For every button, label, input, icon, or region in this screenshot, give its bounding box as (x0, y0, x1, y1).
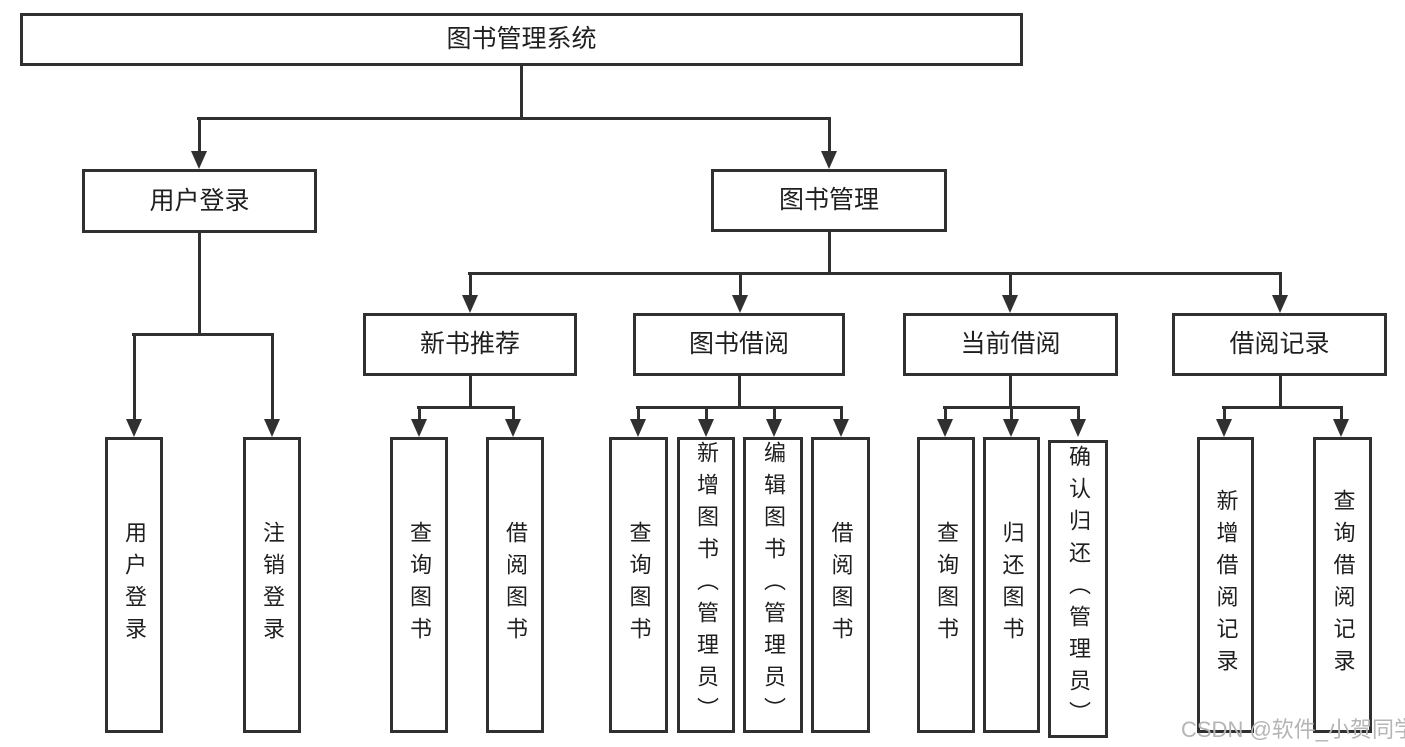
node-book-borrow-label: 图书借阅 (688, 330, 789, 358)
node-new-book-recommend: 新书推荐 (363, 313, 577, 376)
connector-user-login-stem (198, 232, 201, 335)
connector-to-leaf-bor-query (637, 406, 640, 420)
leaf-recommend-query-book: 查询图书 (390, 437, 448, 733)
connector-to-leaf-bor-add (705, 406, 708, 420)
connector-to-book-borrow (739, 272, 742, 296)
arrowhead-leaf-bor-query (630, 419, 646, 437)
leaf-borrow-add-book: 新增图书（管理员） (677, 437, 735, 733)
arrowhead-leaf-rec-query (411, 419, 427, 437)
arrowhead-leaf-rcd-add (1216, 419, 1232, 437)
arrowhead-book-management (821, 151, 837, 169)
arrowhead-leaf-bor-add (698, 419, 714, 437)
arrowhead-user-login (191, 151, 207, 169)
connector-level1-hline (197, 117, 831, 120)
node-user-login-label: 用户登录 (149, 186, 250, 215)
arrowhead-leaf-cur-confirm (1070, 419, 1086, 437)
arrowhead-leaf-cur-return (1003, 419, 1019, 437)
connector-book-borrow-hline (636, 406, 843, 409)
connector-to-leaf-bor-borrow (840, 406, 843, 420)
arrowhead-leaf-user-login (126, 419, 142, 437)
connector-book-management-stem (828, 231, 831, 274)
leaf-current-return-book: 归还图书 (983, 437, 1040, 733)
connector-to-leaf-cur-confirm (1077, 406, 1080, 420)
connector-new-book-stem (469, 375, 472, 408)
leaf-record-query-label: 查询借阅记录 (1330, 489, 1356, 681)
arrowhead-leaf-logout (264, 419, 280, 437)
leaf-recommend-query-book-label: 查询图书 (407, 521, 432, 649)
leaf-borrow-query-book: 查询图书 (609, 437, 668, 733)
connector-to-book-management (828, 117, 831, 153)
connector-borrow-record-stem (1279, 375, 1282, 408)
connector-to-user-login (198, 117, 201, 153)
leaf-record-add: 新增借阅记录 (1197, 437, 1254, 733)
leaf-recommend-borrow-book-label: 借阅图书 (503, 521, 528, 649)
connector-root-stem (520, 64, 523, 119)
leaf-current-query-book: 查询图书 (917, 437, 975, 733)
connector-to-leaf-user-login (133, 333, 136, 420)
node-root: 图书管理系统 (20, 13, 1023, 66)
node-borrow-record: 借阅记录 (1172, 313, 1387, 376)
node-root-label: 图书管理系统 (446, 25, 597, 53)
connector-to-leaf-bor-edit (773, 406, 776, 420)
node-book-management-label: 图书管理 (778, 186, 879, 214)
leaf-logout: 注销登录 (243, 437, 301, 733)
arrowhead-current-borrow (1002, 295, 1018, 313)
connector-user-login-hline (132, 333, 274, 336)
connector-to-leaf-rcd-add (1223, 406, 1226, 420)
connector-new-book-hline (417, 406, 515, 409)
connector-to-leaf-rec-query (418, 406, 421, 420)
leaf-current-confirm-return-label: 确认归还（管理员） (1066, 445, 1091, 733)
leaf-borrow-edit-book-label: 编辑图书（管理员） (761, 441, 786, 729)
arrowhead-leaf-rec-borrow (505, 419, 521, 437)
arrowhead-leaf-rcd-query (1333, 419, 1349, 437)
node-user-login: 用户登录 (82, 169, 317, 233)
arrowhead-borrow-record (1272, 295, 1288, 313)
leaf-record-add-label: 新增借阅记录 (1213, 489, 1239, 681)
connector-to-leaf-cur-return (1010, 406, 1013, 420)
connector-to-borrow-record (1279, 272, 1282, 296)
leaf-current-return-book-label: 归还图书 (999, 521, 1025, 649)
leaf-user-login-label: 用户登录 (122, 521, 147, 649)
connector-to-leaf-logout (271, 333, 274, 420)
node-borrow-record-label: 借阅记录 (1229, 330, 1330, 358)
node-current-borrow: 当前借阅 (903, 313, 1118, 376)
node-current-borrow-label: 当前借阅 (960, 330, 1061, 358)
arrowhead-book-borrow (732, 295, 748, 313)
connector-level3-hline (468, 272, 1282, 275)
connector-to-leaf-rec-borrow (512, 406, 515, 420)
connector-to-new-book (469, 272, 472, 296)
connector-borrow-record-hline (1222, 406, 1343, 409)
leaf-recommend-borrow-book: 借阅图书 (486, 437, 544, 733)
leaf-borrow-add-book-label: 新增图书（管理员） (694, 441, 719, 729)
node-book-borrow: 图书借阅 (633, 313, 845, 376)
leaf-record-query: 查询借阅记录 (1313, 437, 1372, 733)
csdn-watermark: CSDN @软件_小贺同学 (1181, 717, 1405, 742)
arrowhead-leaf-bor-borrow (833, 419, 849, 437)
leaf-logout-label: 注销登录 (260, 521, 285, 649)
connector-to-current-borrow (1009, 272, 1012, 296)
connector-book-borrow-stem (738, 375, 741, 408)
arrowhead-leaf-cur-query (937, 419, 953, 437)
node-new-book-recommend-label: 新书推荐 (419, 330, 520, 358)
leaf-current-query-book-label: 查询图书 (934, 521, 959, 649)
leaf-current-confirm-return: 确认归还（管理员） (1048, 440, 1108, 738)
arrowhead-leaf-bor-edit (766, 419, 782, 437)
connector-to-leaf-cur-query (944, 406, 947, 420)
node-book-management: 图书管理 (711, 169, 947, 232)
leaf-borrow-borrow-book: 借阅图书 (811, 437, 870, 733)
leaf-borrow-borrow-book-label: 借阅图书 (828, 521, 854, 649)
leaf-borrow-query-book-label: 查询图书 (626, 521, 652, 649)
leaf-borrow-edit-book: 编辑图书（管理员） (743, 437, 803, 733)
arrowhead-new-book (462, 295, 478, 313)
connector-current-borrow-stem (1009, 375, 1012, 408)
leaf-user-login: 用户登录 (105, 437, 163, 733)
connector-to-leaf-rcd-query (1340, 406, 1343, 420)
